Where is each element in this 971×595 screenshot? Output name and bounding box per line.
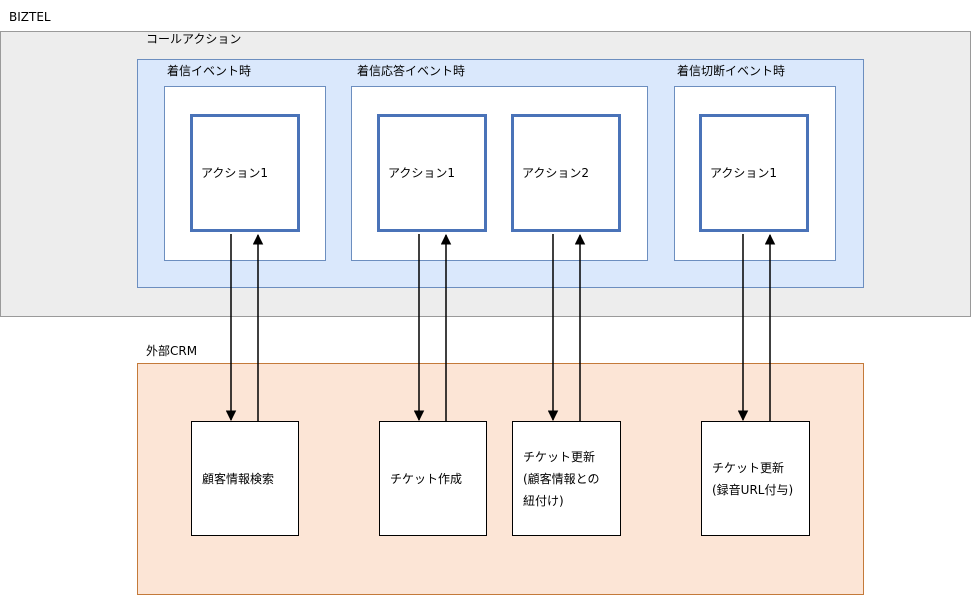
crm-ticket-update-link-box[interactable]: チケット更新 (顧客情報との 紐付け) — [512, 421, 621, 536]
biztel-label: BIZTEL — [9, 10, 51, 24]
incoming-action-1-label: アクション1 — [201, 166, 269, 180]
crm-ticket-update-recording-line-1: チケット更新 — [712, 460, 785, 475]
crm-ticket-create-box[interactable]: チケット作成 — [379, 421, 487, 536]
crm-ticket-update-link-line-1: チケット更新 — [523, 449, 596, 464]
event-incoming-label: 着信イベント時 — [167, 64, 252, 78]
answer-action-1-label: アクション1 — [388, 166, 456, 180]
disconnect-action-1-label: アクション1 — [710, 166, 778, 180]
answer-action-2-label: アクション2 — [522, 166, 590, 180]
crm-ticket-update-recording-line-2: (録音URL付与) — [712, 482, 794, 497]
crm-ticket-update-link-line-2: (顧客情報との — [523, 471, 600, 486]
event-disconnect-label: 着信切断イベント時 — [677, 64, 786, 78]
crm-ticket-create-line-1: チケット作成 — [390, 471, 463, 486]
crm-label: 外部CRM — [146, 344, 198, 358]
event-answer-label: 着信応答イベント時 — [357, 64, 466, 78]
answer-action-1[interactable]: アクション1 — [377, 114, 487, 232]
disconnect-action-1[interactable]: アクション1 — [699, 114, 809, 232]
incoming-action-1[interactable]: アクション1 — [190, 114, 300, 232]
answer-action-2[interactable]: アクション2 — [511, 114, 621, 232]
crm-customer-search-box[interactable]: 顧客情報検索 — [191, 421, 299, 536]
crm-ticket-update-recording-box[interactable]: チケット更新 (録音URL付与) — [701, 421, 810, 536]
call-action-label: コールアクション — [146, 32, 242, 46]
crm-ticket-update-link-line-3: 紐付け) — [523, 493, 564, 508]
crm-customer-search-line-1: 顧客情報検索 — [202, 471, 275, 486]
